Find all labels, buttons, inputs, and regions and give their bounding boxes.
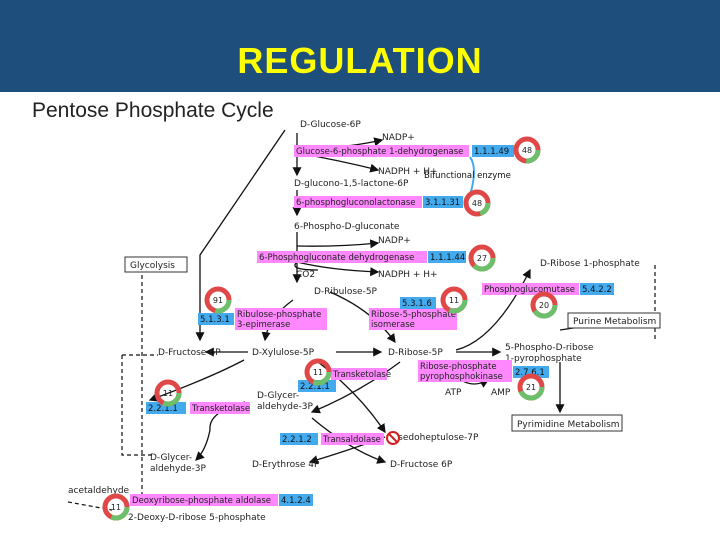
- pathway-boxes: Glycolysis Purine Metabolism Pyrimidine …: [124, 256, 661, 432]
- enzyme-pgm: Phosphoglucomutase: [484, 285, 575, 295]
- compound-lactone: D-glucono-1,5-lactone-6P: [294, 179, 409, 189]
- page-title: REGULATION: [237, 40, 483, 81]
- ec-pgm: 5.4.2.2: [582, 285, 612, 295]
- enzyme-g6pdh: Glucose-6-phosphate 1-dehydrogenase: [296, 147, 463, 157]
- svg-text:27: 27: [477, 254, 487, 263]
- ec-rpi: 5.3.1.6: [402, 299, 432, 309]
- compound-ribose1p: D-Ribose 1-phosphate: [540, 259, 640, 269]
- count-ring-pgm: 20: [530, 291, 558, 319]
- inhibition-icon: [386, 431, 400, 445]
- box-glycolysis: Glycolysis: [130, 261, 175, 271]
- arrow-to-ga3p: [310, 361, 401, 414]
- compound-nadph1: NADPH + H+: [378, 167, 438, 177]
- compound-ga3p: D-Glycer-aldehyde-3P: [257, 391, 314, 412]
- arrow-xylulose-transketolase: [148, 359, 245, 402]
- svg-text:20: 20: [539, 301, 549, 310]
- arrow-ribulose-to-ribose: [329, 291, 396, 344]
- compound-glucose6p: D-Glucose-6P: [300, 120, 361, 130]
- svg-text:11: 11: [313, 368, 323, 377]
- svg-text:21: 21: [526, 383, 536, 392]
- compound-erythrose4p: D-Erythrose 4P: [252, 460, 320, 470]
- compound-amp: AMP: [491, 388, 511, 398]
- ec-rpe: 5.1.3.1: [200, 315, 230, 325]
- compound-ribose5p: D-Ribose-5P: [388, 348, 443, 358]
- enzyme-tkt2: Transketolase: [191, 404, 250, 414]
- svg-text:11: 11: [163, 389, 173, 398]
- count-ring-rpe: 91: [204, 286, 232, 314]
- compound-acetaldehyde: acetaldehyde: [68, 486, 130, 496]
- ec-pgdh: 1.1.1.44: [430, 253, 465, 263]
- ec-lactonase: 3.1.1.31: [425, 198, 460, 208]
- count-ring-pgdh: 27: [468, 244, 496, 272]
- arrow-g6p-to-f6p: [195, 129, 286, 342]
- compound-ribulose5p: D-Ribulose-5P: [314, 287, 378, 297]
- count-ring-lactonase: 48: [463, 189, 491, 217]
- compound-nadp2: NADP+: [378, 236, 411, 246]
- count-ring-prps: 21: [517, 373, 545, 401]
- compound-fructose6p-right: D-Fructose 6P: [390, 460, 453, 470]
- count-ring-tkt2: 11: [154, 379, 182, 407]
- svg-text:11: 11: [111, 503, 121, 512]
- ec-dera: 4.1.2.4: [281, 496, 311, 506]
- compound-gluconate: 6-Phospho-D-gluconate: [294, 222, 400, 232]
- ec-tkt2: 2.2.1.1: [148, 404, 178, 414]
- box-pyrimidine: Pyrimidine Metabolism: [517, 420, 620, 430]
- ec-prps: 2.7.6.1: [515, 368, 545, 378]
- arrow-co2: [294, 261, 319, 271]
- enzyme-pgdh: 6-Phosphogluconate dehydrogenase: [259, 253, 414, 263]
- enzyme-tal: Transaldolase: [322, 435, 381, 445]
- svg-text:48: 48: [522, 146, 532, 155]
- count-ring-g6pdh: 48: [513, 136, 541, 164]
- compound-atp: ATP: [445, 388, 462, 398]
- enzyme-boxes: Glucose-6-phosphate 1-dehydrogenase 6-ph…: [130, 145, 579, 506]
- ec-g6pdh: 1.1.1.49: [474, 147, 509, 157]
- count-ring-dera: 11: [102, 493, 130, 521]
- ec-tal: 2.2.1.2: [282, 435, 312, 445]
- title-banner: [0, 0, 720, 92]
- arrow-nadp2: [296, 239, 380, 249]
- count-ring-rpi: 11: [440, 286, 468, 314]
- bifunctional-bracket: [469, 156, 475, 196]
- ec-boxes: 1.1.1.49 3.1.1.31 1.1.1.44 5.4.2.2 5.1.3…: [146, 145, 614, 506]
- compound-labels: D-Glucose-6P NADP+ NADPH + H+ D-glucono-…: [68, 120, 640, 523]
- diagram-title: Pentose Phosphate Cycle: [32, 99, 274, 122]
- count-rings: 48 48 27 91 11 20 11: [102, 136, 558, 521]
- enzyme-lactonase: 6-phosphogluconolactonase: [296, 198, 416, 208]
- compound-nadph2: NADPH + H+: [378, 270, 438, 280]
- enzyme-dera: Deoxyribose-phosphate aldolase: [132, 496, 271, 506]
- svg-text:48: 48: [472, 199, 482, 208]
- box-purine: Purine Metabolism: [573, 317, 656, 327]
- arrow-ribose-to-ribose1p: [455, 268, 531, 351]
- ec-tkt1: 2.2.1.1: [300, 382, 330, 392]
- compound-deoxyribose5p: 2-Deoxy-D-ribose 5-phosphate: [128, 513, 266, 523]
- count-ring-tkt1: 11: [304, 358, 332, 386]
- compound-ga3p-lower: D-Glycer-aldehyde-3P: [150, 453, 207, 474]
- compound-nadp1: NADP+: [382, 133, 415, 143]
- arrow-nadph2: [296, 261, 380, 277]
- svg-text:11: 11: [449, 296, 459, 305]
- compound-xylulose5p: D-Xylulose-5P: [252, 348, 315, 358]
- dashed-ga3p-link: [121, 355, 155, 456]
- compound-co2: CO2: [296, 270, 315, 280]
- enzyme-tkt1: Transketolase: [332, 370, 391, 380]
- bifunctional-enzyme-label: Bifunctional enzyme: [424, 171, 511, 181]
- compound-fructose6p-left: D-Fructose-6P: [158, 348, 221, 358]
- compound-sedo7p: D-sedoheptulose-7P: [388, 433, 479, 443]
- svg-text:91: 91: [213, 296, 223, 305]
